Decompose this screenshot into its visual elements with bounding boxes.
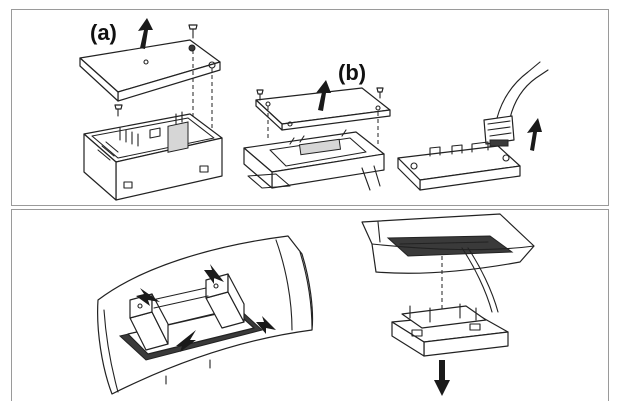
arrow-up-a [138, 18, 153, 49]
cable-lamp [461, 247, 499, 313]
cable-connector [483, 61, 549, 147]
step-label-a: (a) [90, 20, 117, 45]
arrow-down-removal [434, 360, 450, 396]
trim-panel-opening [361, 213, 535, 274]
screw-a [188, 24, 198, 39]
housing-lid-a [79, 39, 221, 102]
arrow-clip-right [256, 316, 276, 334]
small-screw-a [114, 104, 123, 117]
arrow-up-b [316, 80, 331, 111]
arrow-clip-bottom [176, 330, 196, 352]
arrow-clip-left [136, 288, 160, 306]
lamp-unit-removed [391, 303, 509, 357]
housing-base-a [83, 111, 223, 201]
module-body-b [243, 129, 385, 191]
screws-b [256, 87, 384, 101]
connector-base [397, 141, 521, 191]
arrow-clip-top [204, 264, 224, 284]
step-label-b: (b) [338, 60, 367, 85]
arrow-up-connector [527, 118, 542, 151]
